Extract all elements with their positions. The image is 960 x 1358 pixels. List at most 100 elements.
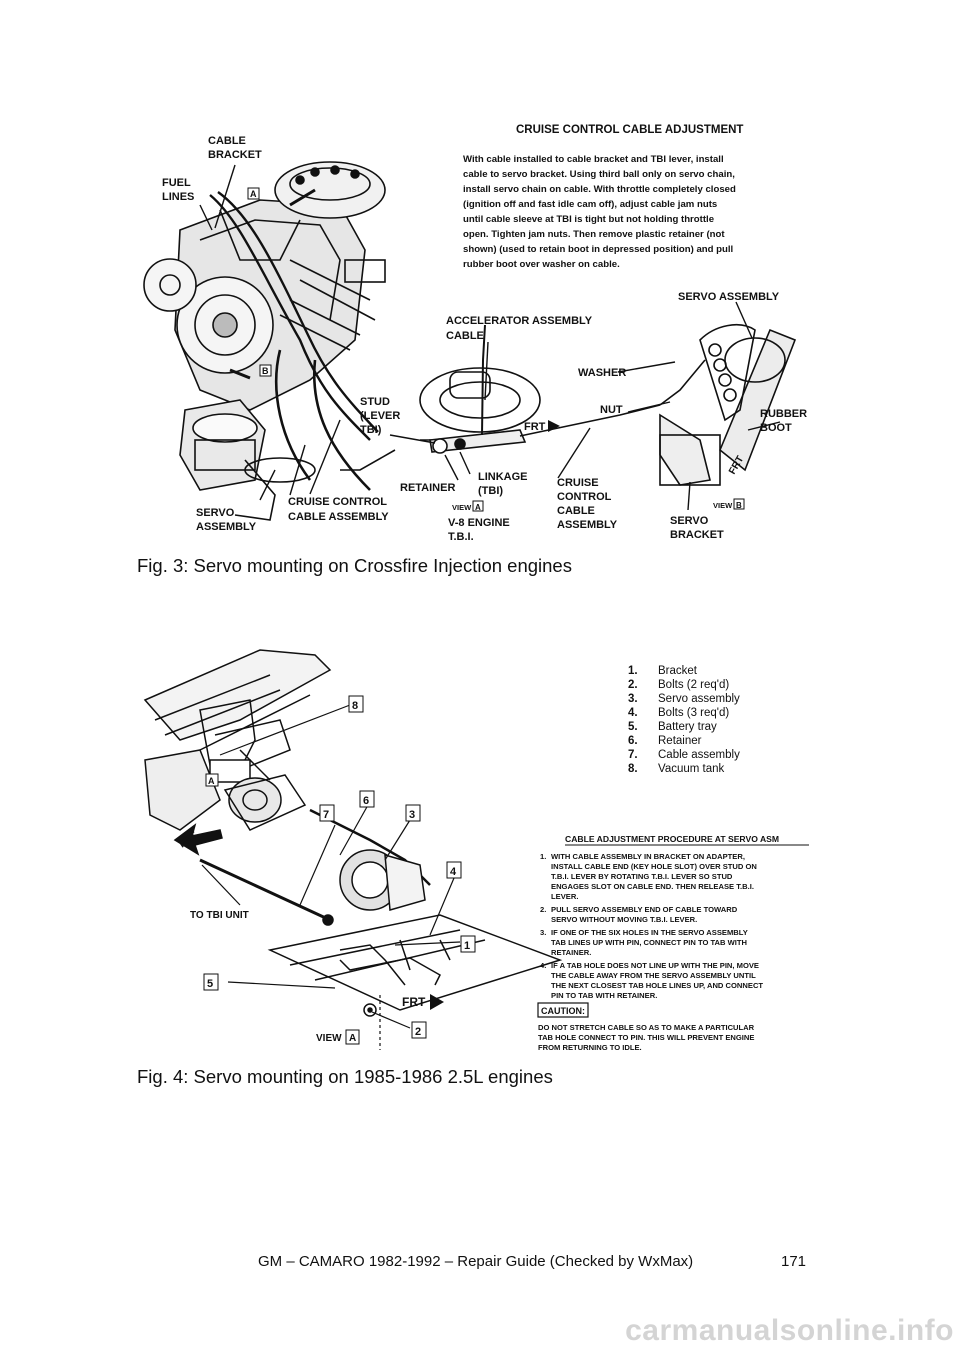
figure-3-labels: CRUISE CONTROL CABLE ADJUSTMENT With cab… bbox=[162, 124, 807, 543]
callout-4: 4 bbox=[450, 866, 457, 878]
label-v8-engine: V-8 ENGINE bbox=[448, 517, 510, 529]
step-line: SERVO WITHOUT MOVING T.B.I. LEVER. bbox=[551, 915, 697, 924]
callout-6: 6 bbox=[363, 795, 369, 807]
label-rubber-boot: BOOT bbox=[760, 422, 792, 434]
step-line: TAB LINES UP WITH PIN, CONNECT PIN TO TA… bbox=[551, 938, 747, 947]
callout-a: A bbox=[208, 776, 215, 786]
fig3-title: CRUISE CONTROL CABLE ADJUSTMENT bbox=[516, 124, 743, 136]
label-v8-engine: T.B.I. bbox=[448, 531, 474, 543]
step-line: IF A TAB HOLE DOES NOT LINE UP WITH THE … bbox=[551, 961, 759, 970]
adjustment-procedure: CABLE ADJUSTMENT PROCEDURE AT SERVO ASM … bbox=[537, 834, 809, 1052]
label-view-a: A bbox=[349, 1033, 356, 1044]
label-fuel-lines: LINES bbox=[162, 191, 194, 203]
label-view-a-letter: A bbox=[475, 503, 481, 512]
caution-label: CAUTION: bbox=[541, 1006, 585, 1016]
servo-bracket-illustration bbox=[659, 324, 797, 486]
callout-1: 1 bbox=[464, 940, 470, 952]
label-accelerator-cable: CABLE bbox=[446, 330, 484, 342]
parts-legend: 1. Bracket 2. Bolts (2 req'd) 3. Servo a… bbox=[628, 665, 740, 775]
label-view-a: VIEW bbox=[452, 503, 472, 512]
step-line: ENGAGES SLOT ON CABLE END. THEN RELEASE … bbox=[551, 882, 754, 891]
frt-arrow-icon bbox=[430, 994, 444, 1010]
label-view-b-letter: B bbox=[736, 501, 742, 510]
label-nut: NUT bbox=[600, 404, 623, 416]
step-line: THE CABLE AWAY FROM THE SERVO ASSEMBLY U… bbox=[551, 971, 756, 980]
procedure-title: CABLE ADJUSTMENT PROCEDURE AT SERVO ASM bbox=[565, 834, 779, 844]
label-frt-right: FRT bbox=[402, 995, 426, 1009]
servo-mount-illustration bbox=[143, 649, 563, 1017]
caution-line: TAB HOLE CONNECT TO PIN. THIS WILL PREVE… bbox=[538, 1033, 754, 1042]
caution-line: FROM RETURNING TO IDLE. bbox=[538, 1043, 642, 1052]
label-view-b: VIEW bbox=[713, 501, 733, 510]
fig3-instruction-line: With cable installed to cable bracket an… bbox=[463, 154, 724, 165]
label-servo-assembly-left: SERVO bbox=[196, 507, 235, 519]
step-line: WITH CABLE ASSEMBLY IN BRACKET ON ADAPTE… bbox=[551, 852, 745, 861]
legend-text: Cable assembly bbox=[658, 749, 740, 761]
step-line: THE NEXT CLOSEST TAB HOLE LINES UP, AND … bbox=[551, 981, 763, 990]
legend-number: 8. bbox=[628, 763, 638, 775]
step-number: 1. bbox=[540, 852, 546, 861]
legend-text: Servo assembly bbox=[658, 693, 740, 705]
label-servo-bracket: SERVO bbox=[670, 515, 709, 527]
label-rubber-boot: RUBBER bbox=[760, 408, 807, 420]
label-cable-bracket: BRACKET bbox=[208, 149, 262, 161]
label-servo-assembly-left: ASSEMBLY bbox=[196, 521, 257, 533]
legend-number: 4. bbox=[628, 707, 638, 719]
label-linkage: LINKAGE bbox=[478, 471, 528, 483]
step-number: 4. bbox=[540, 961, 546, 970]
label-to-tbi-unit: TO TBI UNIT bbox=[190, 910, 249, 921]
fig3-instruction-line: (ignition off and fast idle cam off), ad… bbox=[463, 199, 717, 210]
leader-lines bbox=[199, 164, 781, 511]
legend-number: 6. bbox=[628, 735, 638, 747]
label-cable-bracket: CABLE bbox=[208, 135, 246, 147]
label-cruise-control-cable-right: CABLE bbox=[557, 505, 595, 517]
legend-number: 2. bbox=[628, 679, 638, 691]
step-line: RETAINER. bbox=[551, 948, 591, 957]
label-view: VIEW bbox=[316, 1033, 342, 1044]
step-line: PULL SERVO ASSEMBLY END OF CABLE TOWARD bbox=[551, 905, 738, 914]
page-number: 171 bbox=[781, 1253, 807, 1270]
frt-arrow-icon bbox=[548, 420, 560, 432]
legend-number: 7. bbox=[628, 749, 638, 761]
label-accelerator-cable: ACCELERATOR ASSEMBLY bbox=[446, 315, 593, 327]
fig4-leader-lines bbox=[201, 704, 461, 1050]
figure-3-svg: CRUISE CONTROL CABLE ADJUSTMENT With cab… bbox=[143, 124, 807, 543]
label-frt: FRT bbox=[524, 421, 546, 433]
legend-number: 5. bbox=[628, 721, 638, 733]
legend-text: Bolts (3 req'd) bbox=[658, 707, 729, 719]
fig3-instruction-line: rubber boot over washer on cable. bbox=[463, 259, 620, 270]
tbi-linkage-illustration bbox=[419, 324, 661, 454]
figure-4-diagram: 8 7 6 3 4 1 5 2 A TO TBI UNIT FRT FRT VI… bbox=[140, 640, 830, 1065]
legend-text: Bolts (2 req'd) bbox=[658, 679, 729, 691]
label-washer: WASHER bbox=[578, 367, 626, 379]
page-footer: GM – CAMARO 1982-1992 – Repair Guide (Ch… bbox=[0, 1253, 960, 1273]
step-number: 2. bbox=[540, 905, 546, 914]
legend-text: Retainer bbox=[658, 735, 702, 747]
label-servo-assembly-top: SERVO ASSEMBLY bbox=[678, 291, 780, 303]
fig3-instruction-line: open. Tighten jam nuts. Then remove plas… bbox=[463, 229, 725, 240]
figure-3-caption: Fig. 3: Servo mounting on Crossfire Inje… bbox=[137, 555, 572, 576]
label-stud: TBI) bbox=[360, 424, 382, 436]
legend-text: Battery tray bbox=[658, 721, 717, 733]
fig3-instruction-line: cable to servo bracket. Using third ball… bbox=[463, 169, 735, 180]
callout-2: 2 bbox=[415, 1026, 421, 1038]
fig3-instruction-line: shown) (used to retain boot in depressed… bbox=[463, 244, 733, 255]
footer-title: GM – CAMARO 1982-1992 – Repair Guide (Ch… bbox=[258, 1253, 694, 1270]
label-stud: (LEVER bbox=[360, 410, 400, 422]
callout-5: 5 bbox=[207, 978, 213, 990]
figure-4-caption: Fig. 4: Servo mounting on 1985-1986 2.5L… bbox=[137, 1066, 553, 1087]
legend-number: 1. bbox=[628, 665, 638, 677]
callout-a-marker: A bbox=[250, 189, 257, 199]
caution-line: DO NOT STRETCH CABLE SO AS TO MAKE A PAR… bbox=[538, 1023, 755, 1032]
fig3-instruction-line: until cable sleeve at TBI is tight but n… bbox=[463, 214, 714, 225]
label-cruise-control-cable-left: CRUISE CONTROL bbox=[288, 496, 387, 508]
fig3-instruction-line: install servo chain on cable. With throt… bbox=[463, 184, 736, 195]
step-line: LEVER. bbox=[551, 892, 578, 901]
legend-text: Vacuum tank bbox=[658, 763, 725, 775]
label-cruise-control-cable-left: CABLE ASSEMBLY bbox=[288, 511, 389, 523]
legend-text: Bracket bbox=[658, 665, 698, 677]
label-fuel-lines: FUEL bbox=[162, 177, 191, 189]
step-line: T.B.I. LEVER BY ROTATING T.B.I. LEVER SO… bbox=[551, 872, 733, 881]
callout-8: 8 bbox=[352, 700, 358, 712]
engine-illustration bbox=[143, 161, 460, 521]
